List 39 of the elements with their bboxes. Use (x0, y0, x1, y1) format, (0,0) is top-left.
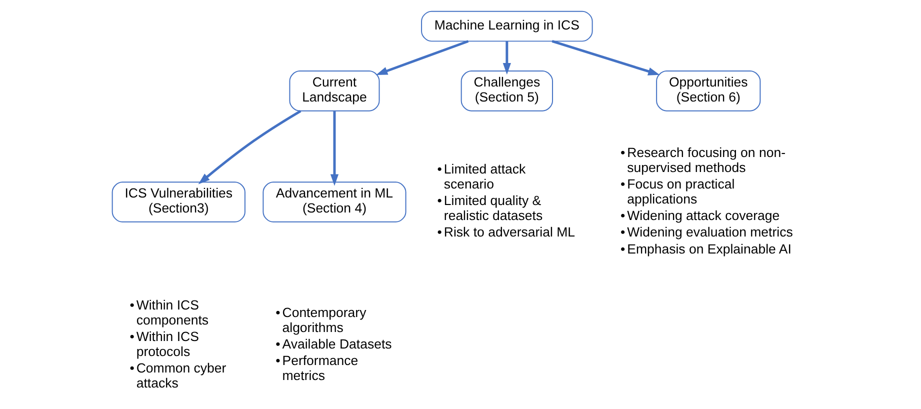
node-box: Advancement in ML (Section 4) (262, 182, 406, 222)
arrow (198, 110, 302, 184)
arrow (502, 41, 511, 75)
arrow (330, 111, 339, 186)
label: • (276, 336, 280, 352)
label: • (276, 353, 280, 368)
label: • (130, 329, 134, 344)
node-label: Risk to adversarial ML (444, 224, 575, 240)
node-label: Available Datasets (282, 336, 392, 352)
node-label: Limited attack scenario (444, 162, 526, 192)
label: • (130, 298, 134, 313)
label: • (620, 241, 626, 256)
node-label: Focus on practical applications (627, 176, 735, 207)
node-box: Current Landscape (289, 70, 380, 112)
label: • (620, 145, 626, 160)
node-label: Limited quality & realistic datasets (444, 193, 543, 224)
node-box: ICS Vulnerabilities (Section3) (112, 182, 246, 222)
node-label: Within ICS components (136, 298, 209, 328)
node-label: Common cyber attacks (136, 360, 226, 391)
label: • (437, 224, 442, 240)
node-box: Opportunities (Section 6) (656, 70, 761, 112)
node-label: Widening attack coverage (627, 208, 780, 224)
label: • (620, 224, 626, 240)
node-box: Machine Learning in ICS (421, 10, 593, 42)
label: • (620, 208, 626, 224)
node-label: Within ICS protocols (136, 329, 199, 360)
label: • (437, 193, 442, 208)
arrow (552, 40, 660, 76)
node-label: Research focusing on non-supervised methods (627, 145, 786, 176)
label: • (437, 162, 442, 177)
node-label: Emphasis on Explainable AI (627, 241, 792, 256)
label: • (620, 176, 626, 192)
node-label: Performance metrics (282, 353, 358, 384)
node-box: Challenges (Section 5) (460, 70, 554, 112)
arrow (376, 40, 469, 75)
label: • (276, 305, 280, 320)
label: • (130, 360, 134, 376)
node-label: Widening evaluation metrics (627, 224, 793, 240)
node-label: Contemporary algorithms (282, 305, 366, 335)
